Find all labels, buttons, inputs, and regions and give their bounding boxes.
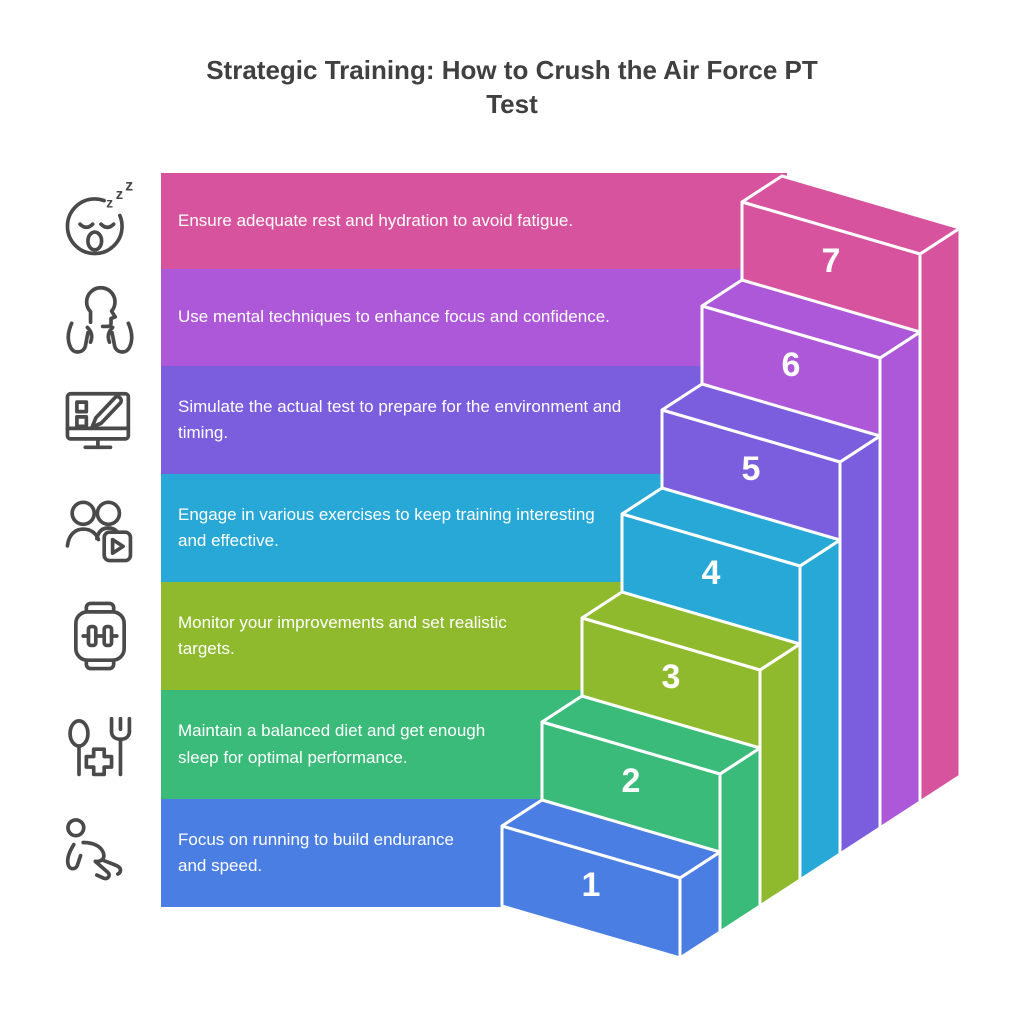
group-exercise-icon xyxy=(65,500,133,563)
nutrition-icon xyxy=(58,703,142,787)
svg-text:z: z xyxy=(106,195,113,210)
page-title: Strategic Training: How to Crush the Air… xyxy=(0,54,1024,122)
step-band xyxy=(161,366,730,474)
step-label: Monitor your improvements and set realis… xyxy=(178,612,507,658)
group-exercise-icon xyxy=(58,486,142,570)
running-icon xyxy=(58,811,142,895)
step-4-side-column xyxy=(798,538,842,882)
step-number: 7 xyxy=(822,242,841,280)
svg-text:z: z xyxy=(125,179,133,195)
step-label: Use mental techniques to enhance focus a… xyxy=(178,307,610,327)
step-number: 6 xyxy=(782,346,801,384)
step-label: Ensure adequate rest and hydration to av… xyxy=(178,210,574,230)
step-2-side-column xyxy=(718,746,762,934)
step-band xyxy=(161,173,787,269)
step-number: 1 xyxy=(582,866,601,904)
step-label: Engage in various exercises to keep trai… xyxy=(178,504,595,550)
test-simulation-icon xyxy=(65,391,131,450)
step-label: Maintain a balanced diet and get enough … xyxy=(178,721,486,767)
page-title-text: Strategic Training: How to Crush the Air… xyxy=(206,55,818,119)
step-3-side-column xyxy=(758,642,802,908)
mindfulness-icon xyxy=(58,276,142,360)
svg-text:z: z xyxy=(116,187,123,203)
step-label: Focus on running to build endurance and … xyxy=(178,829,454,875)
running-icon xyxy=(65,818,123,881)
nutrition-icon xyxy=(68,716,132,776)
progress-watch-icon xyxy=(58,594,142,678)
step-band xyxy=(161,582,637,690)
mindfulness-icon xyxy=(66,285,134,354)
step-band xyxy=(161,269,759,366)
step-band xyxy=(161,799,544,907)
step-6-side-column xyxy=(878,330,922,830)
step-number: 2 xyxy=(622,762,641,800)
step-1-side-column xyxy=(678,850,722,960)
progress-watch-icon xyxy=(74,601,126,671)
step-number: 4 xyxy=(702,554,721,592)
step-band xyxy=(161,474,684,582)
step-7-side-column xyxy=(918,226,962,804)
step-5-side-column xyxy=(838,434,882,856)
step-band xyxy=(161,690,591,799)
test-simulation-icon xyxy=(58,378,142,462)
step-label: Simulate the actual test to prepare for … xyxy=(178,396,622,442)
step-number: 3 xyxy=(662,658,681,696)
step-number: 5 xyxy=(742,450,761,488)
